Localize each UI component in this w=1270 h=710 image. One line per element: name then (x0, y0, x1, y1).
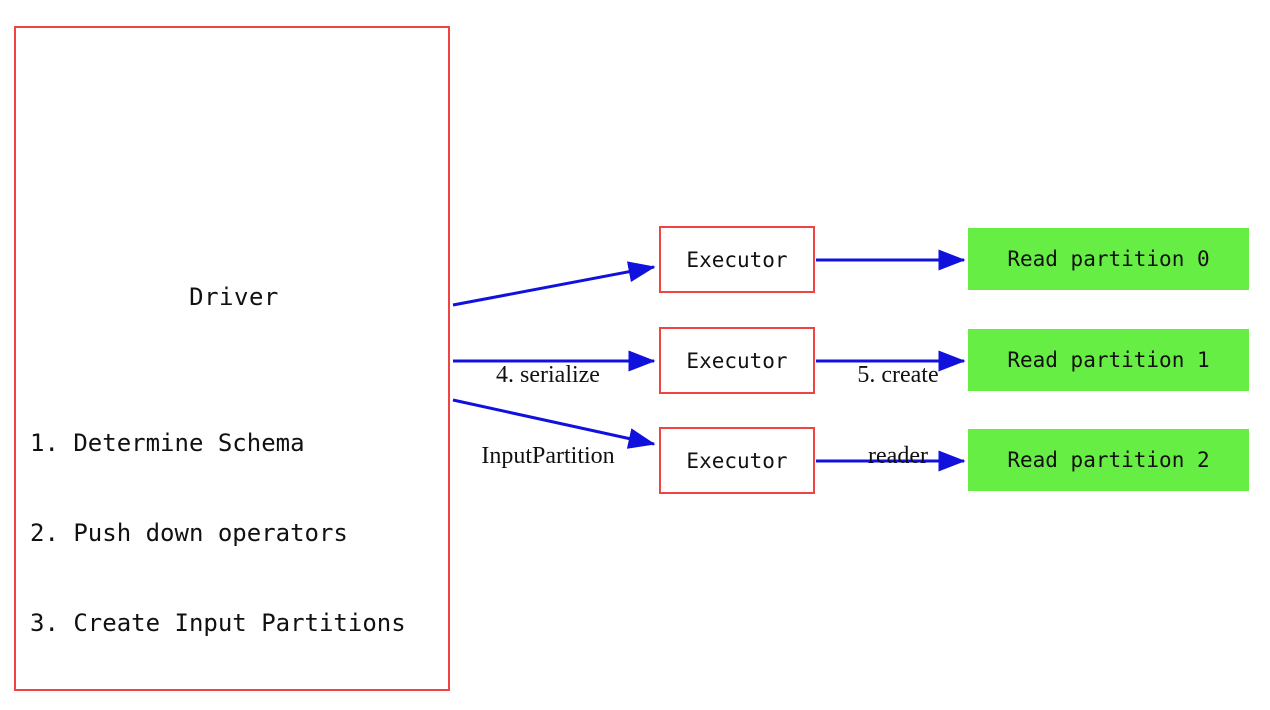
driver-steps-list: 1. Determine Schema 2. Push down operato… (30, 368, 450, 698)
edge-label-serialize-line1: 4. serialize (496, 362, 600, 388)
arrow-driver-to-executor-0 (452, 261, 656, 307)
executor-box-2: Executor (659, 427, 815, 494)
partition-box-2: Read partition 2 (968, 429, 1249, 491)
partition-label-0: Read partition 0 (1007, 247, 1210, 271)
executor-label-0: Executor (686, 247, 788, 272)
partition-label-2: Read partition 2 (1007, 448, 1210, 472)
driver-step-3: 3. Create Input Partitions (30, 609, 406, 637)
driver-step-1: 1. Determine Schema (30, 429, 305, 457)
executor-box-0: Executor (659, 226, 815, 293)
edge-label-create-reader-line2: reader (868, 443, 928, 469)
edge-label-create-reader: 5. create reader (828, 308, 968, 524)
executor-label-2: Executor (686, 448, 788, 473)
partition-box-0: Read partition 0 (968, 228, 1249, 290)
driver-box: Driver 1. Determine Schema 2. Push down … (14, 26, 450, 691)
partition-box-1: Read partition 1 (968, 329, 1249, 391)
edge-label-serialize-line2: InputPartition (481, 443, 615, 469)
driver-title: Driver (189, 283, 279, 311)
executor-box-1: Executor (659, 327, 815, 394)
executor-label-1: Executor (686, 348, 788, 373)
driver-step-2: 2. Push down operators (30, 519, 348, 547)
edge-label-create-reader-line1: 5. create (857, 362, 939, 388)
partition-label-1: Read partition 1 (1007, 348, 1210, 372)
edge-label-serialize-input-partition: 4. serialize InputPartition (452, 308, 644, 524)
